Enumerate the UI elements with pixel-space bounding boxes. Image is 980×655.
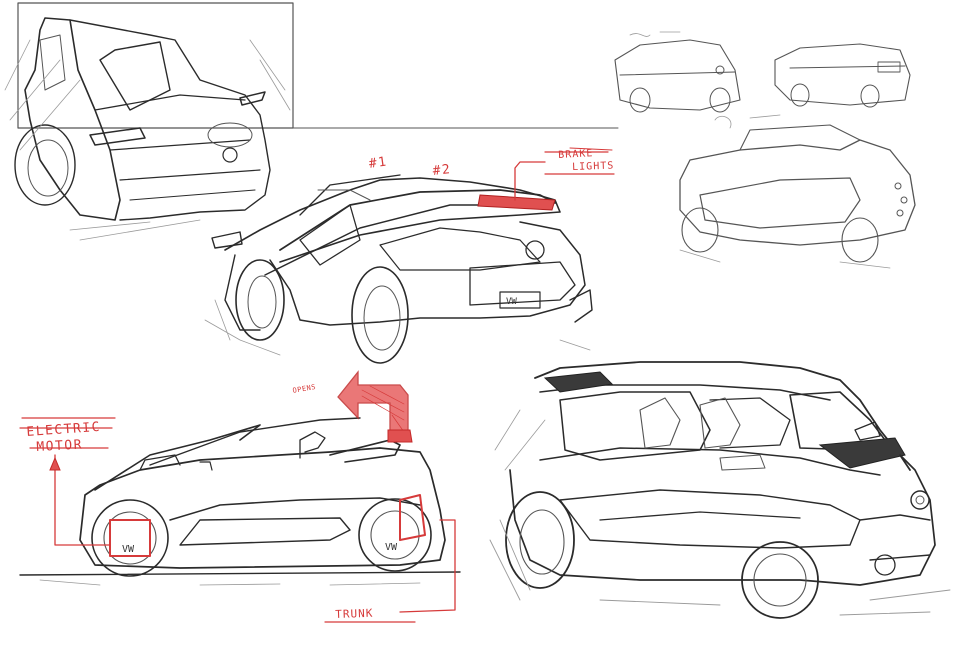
door-number-1-label: #1 [368, 154, 389, 172]
brake-lights-callout [514, 147, 615, 201]
electric-motor-callout [19, 417, 116, 546]
svg-text:VW: VW [506, 297, 517, 307]
opens-arrow [337, 370, 413, 443]
sketch-bottom-left-side-view: VW VW [19, 417, 461, 586]
brake-lights-label-line1: BRAKE [558, 148, 594, 161]
sketch-top-right-thumbnails [614, 31, 916, 269]
sketch-top-left-perspective [4, 2, 619, 241]
trunk-callout [324, 519, 456, 623]
svg-text:VW: VW [122, 544, 135, 555]
brake-lights-label-line2: LIGHTS [572, 160, 615, 173]
trunk-label: TRUNK [335, 606, 374, 621]
sketch-center-gullwing-rear: VW [204, 174, 593, 364]
sketch-bottom-right-front-3q [489, 361, 951, 619]
electric-motor-label-line2: MOTOR [36, 437, 84, 455]
door-number-2-label: #2 [432, 162, 453, 179]
svg-text:VW: VW [385, 542, 398, 553]
